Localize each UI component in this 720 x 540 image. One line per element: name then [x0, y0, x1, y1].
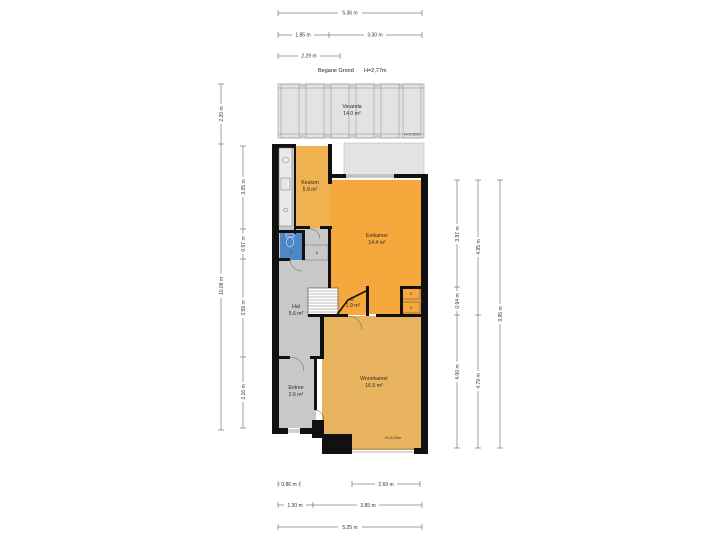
- eetkamer-top-wall-right: [394, 174, 428, 178]
- toilet-label: T: [290, 249, 293, 254]
- dim-top-left: 1.85 m: [295, 33, 310, 39]
- entree-top-wall-left: [278, 356, 290, 359]
- hal-label: Hal: [292, 304, 300, 310]
- dim-left-toilet: 0.97 m: [241, 236, 247, 251]
- kitchen-left-partition: [294, 144, 296, 234]
- dim-left-total: 10.08 m: [219, 277, 225, 295]
- closet-label: K: [316, 250, 319, 255]
- floor-name: Begane Grond: [318, 68, 354, 74]
- dim-right-outer-lower: 4.79 m: [476, 373, 482, 388]
- toilet-fixture: [285, 233, 295, 248]
- toilet-right-wall: [302, 230, 305, 260]
- dim-bottom-left: 1.30 m: [287, 503, 302, 509]
- kast-top-wall: [400, 286, 421, 289]
- top-wall-left: [272, 144, 294, 148]
- bottom-wall-left: [272, 428, 288, 434]
- woonkamer-label: Woonkamer: [360, 376, 388, 382]
- kitchen-counter: [278, 147, 293, 227]
- right-outer-wall: [421, 174, 428, 454]
- eetkamer-left-wall: [328, 226, 331, 288]
- dimension-labels-horizontal: 5.36 m 1.85 m 3.30 m 2.29 m 0.86 m 2.69 …: [280, 9, 397, 531]
- walls: [272, 144, 428, 454]
- toilet-top-wall: [278, 230, 304, 233]
- woonkamer-area-label: 16.5 m²: [365, 383, 383, 389]
- veranda-area: [277, 83, 425, 139]
- veranda: Veranda 14.0 m² H=2,50m: [277, 83, 425, 139]
- eetkamer-area-label: 14.4 m²: [368, 240, 386, 246]
- kast1-label: K: [410, 291, 413, 296]
- windows: [288, 174, 414, 453]
- dim-left-hal: 3.59 m: [241, 300, 247, 315]
- dim-bottom-small: 0.86 m: [281, 482, 296, 488]
- storage-right-wall: [366, 286, 369, 316]
- kitchen-right-wall: [328, 144, 332, 184]
- woonkamer-height-label: H=2,63m: [385, 435, 402, 440]
- storage-label: B: [350, 297, 354, 303]
- storage-area-label: 1.9 m²: [346, 303, 361, 309]
- entree-label: Entree: [288, 385, 303, 391]
- woonkamer-top-wall-right: [376, 314, 421, 317]
- room-fills: [278, 146, 421, 450]
- entree-right-wall: [314, 358, 317, 410]
- dim-bottom-window: 2.69 m: [378, 482, 393, 488]
- dim-bottom-total: 5.25 m: [342, 525, 357, 531]
- dim-right-eetkamer: 3.97 m: [455, 226, 461, 241]
- veranda-height-label: H=2,50m: [404, 132, 421, 137]
- dimension-labels-vertical: 2.20 m 10.08 m 3.05 m 0.97 m 3.59 m 2.16…: [218, 104, 504, 402]
- keuken-label: Keuken: [301, 180, 319, 186]
- dim-right-outer-upper: 4.95 m: [476, 239, 482, 254]
- dim-bottom-right: 3.85 m: [360, 503, 375, 509]
- entree-top-wall-right: [310, 356, 324, 359]
- hal-area-label: 5.6 m²: [289, 311, 304, 317]
- veranda-label: Veranda: [342, 104, 361, 110]
- floor-height: H=2,77m: [364, 68, 387, 74]
- left-outer-wall: [272, 144, 279, 434]
- woonkamer-bottom-left: [322, 434, 352, 454]
- dim-right-woonkamer: 4.00 m: [455, 364, 461, 379]
- eetkamer-label: Eetkamer: [366, 233, 388, 239]
- dim-top-total: 5.36 m: [342, 11, 357, 17]
- terrace-area: [343, 142, 425, 178]
- kitchen-bottom-wall: [294, 226, 310, 229]
- veranda-pergola-beams: [278, 83, 424, 139]
- woonkamer-floor: [322, 316, 421, 450]
- entree-area-label: 2.6 m²: [289, 392, 304, 398]
- toilet-bottom-wall: [278, 258, 290, 261]
- eetkamer-top-wall-left: [328, 174, 346, 178]
- veranda-area-label: 14.0 m²: [343, 111, 361, 117]
- keuken-area-label: 5.9 m²: [303, 187, 318, 193]
- dim-top-veranda: 2.29 m: [301, 54, 316, 60]
- doors: [289, 228, 363, 421]
- kast2-label: K: [410, 305, 413, 310]
- bottom-wall-step: [312, 420, 324, 438]
- dim-left-veranda: 2.20 m: [219, 106, 225, 121]
- dim-top-right: 3.30 m: [367, 33, 382, 39]
- entree-floor: [278, 358, 316, 428]
- woonkamer-left-wall: [320, 316, 324, 358]
- dim-right-total: 9.95 m: [498, 306, 504, 321]
- dim-left-keuken: 3.05 m: [241, 179, 247, 194]
- toilet-floor: [280, 232, 302, 260]
- kitchen-bottom-wall-right: [320, 226, 332, 229]
- woonkamer-bottom-right: [414, 448, 428, 454]
- dim-left-entree: 2.16 m: [241, 384, 247, 399]
- staircase: [307, 287, 369, 317]
- bottom-wall-mid: [300, 428, 312, 434]
- woonkamer-top-wall-left: [308, 314, 348, 317]
- keuken-floor: [294, 146, 330, 228]
- dim-right-mid: 0.94 m: [455, 293, 461, 308]
- kast-left-wall: [400, 286, 403, 314]
- room-labels: Keuken 5.9 m² Eetkamer 14.4 m² T K B 1.9…: [288, 180, 412, 440]
